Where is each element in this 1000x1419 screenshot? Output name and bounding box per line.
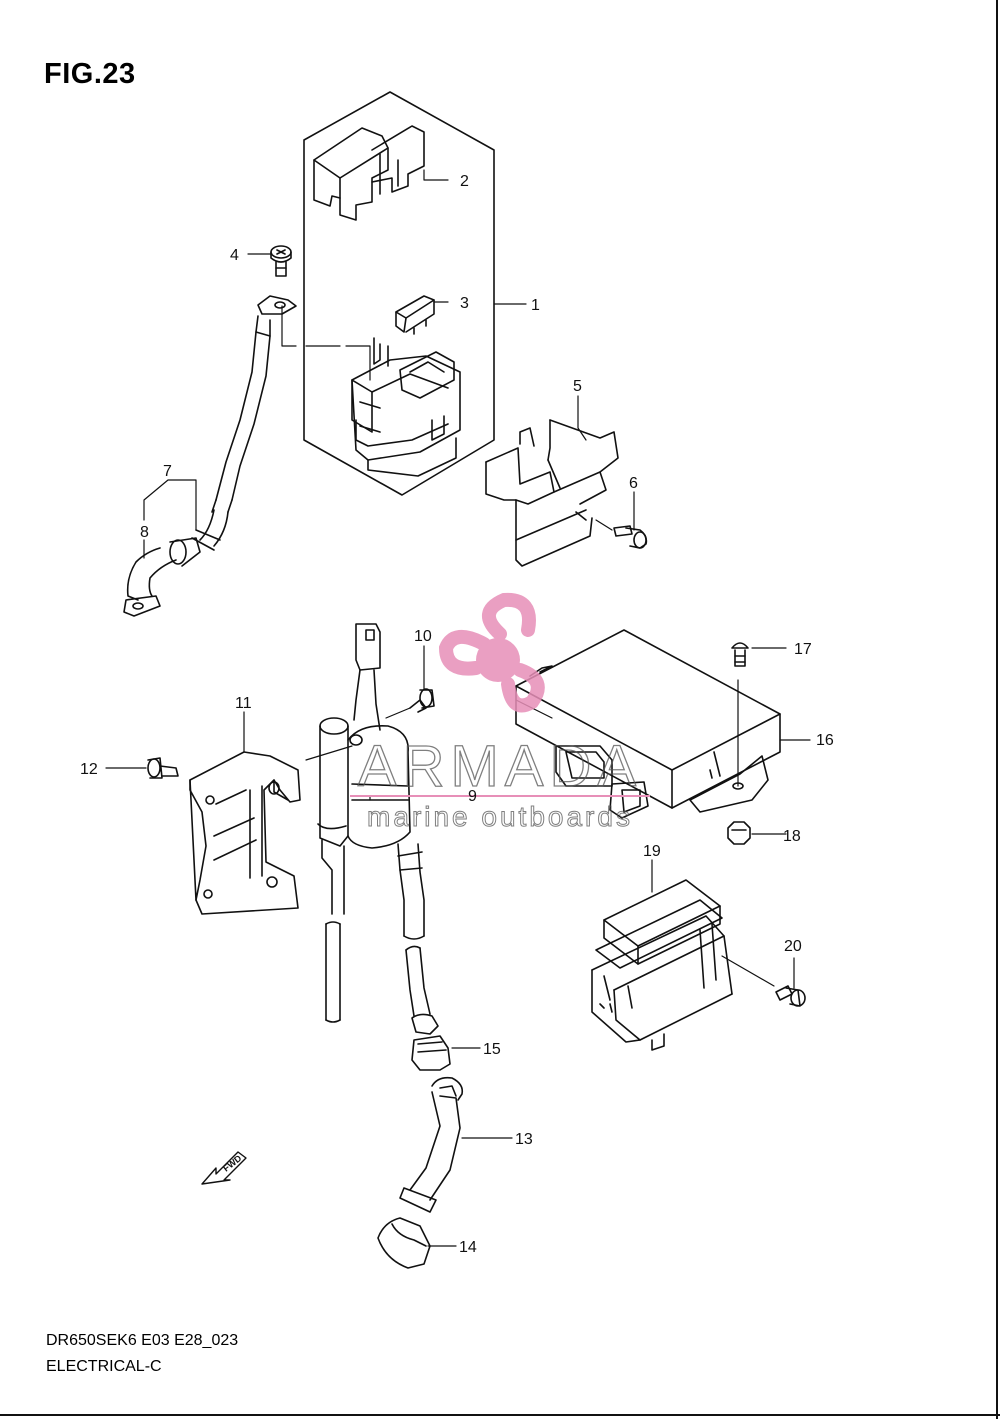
battery-cable-part [123, 295, 297, 617]
fuse-part [395, 295, 435, 335]
bolt-6-part [613, 525, 648, 549]
callout-labels: 1 2 3 4 5 6 7 8 9 10 11 12 13 14 15 16 1… [80, 173, 834, 1256]
regulator-rectifier-part [591, 879, 733, 1051]
figure-title: FIG.23 [44, 58, 136, 90]
model-code-text: DR650SEK6 E03 E28_023 [46, 1332, 239, 1349]
watermark-brand-text: ARMADA [358, 734, 642, 799]
propeller-blade-left [438, 630, 491, 676]
bolt-10-part [409, 688, 435, 713]
forward-label: FWD [221, 1153, 244, 1174]
screw-20-part [775, 985, 806, 1007]
leader-lines [105, 169, 811, 1247]
high-tension-cord-part [405, 945, 439, 1035]
frame-right-border [996, 0, 998, 1419]
callout-11[interactable]: 11 [235, 695, 252, 712]
nut-18-part [727, 821, 751, 845]
bolt-12-part [147, 757, 179, 779]
spark-plug-cap-part [399, 1076, 464, 1213]
callout-14[interactable]: 14 [459, 1239, 477, 1256]
coil-bracket-part [189, 751, 301, 915]
callout-15[interactable]: 15 [483, 1041, 501, 1058]
callout-20[interactable]: 20 [784, 938, 802, 955]
callout-8[interactable]: 8 [140, 524, 149, 541]
callout-16[interactable]: 16 [816, 732, 834, 749]
callout-4[interactable]: 4 [230, 247, 239, 264]
callout-18[interactable]: 18 [783, 828, 801, 845]
forward-direction-arrow [201, 1151, 247, 1185]
screw-17-part [731, 642, 749, 667]
cap-cover-14-part [377, 1217, 431, 1269]
propeller-blade-right [501, 663, 545, 713]
callout-9[interactable]: 9 [468, 788, 477, 805]
relay-bracket-part [485, 419, 619, 567]
starter-relay-assembly-outline [303, 91, 495, 496]
callout-6[interactable]: 6 [629, 475, 638, 492]
callout-1[interactable]: 1 [531, 297, 540, 314]
frame-bottom-border [0, 1414, 1000, 1416]
callout-3[interactable]: 3 [460, 295, 469, 312]
callout-2[interactable]: 2 [460, 173, 469, 190]
propeller-blade-top [482, 592, 536, 641]
watermark-tagline-text: marine outboards [367, 801, 633, 832]
seal-15-part [411, 1035, 451, 1071]
ignition-coil-part [317, 623, 425, 1023]
relay-cover-part [313, 125, 425, 221]
callout-7[interactable]: 7 [163, 463, 172, 480]
starter-relay-body [351, 337, 461, 477]
propeller-hub [476, 638, 520, 682]
propeller-icon [438, 592, 545, 713]
callout-19[interactable]: 19 [643, 843, 661, 860]
callout-5[interactable]: 5 [573, 378, 582, 395]
bolt-4-part [270, 245, 292, 277]
callout-12[interactable]: 12 [80, 761, 98, 778]
watermark-logo [438, 592, 545, 713]
callout-10[interactable]: 10 [414, 628, 432, 645]
callout-17[interactable]: 17 [794, 641, 812, 658]
section-name-text: ELECTRICAL-C [46, 1358, 162, 1375]
callout-13[interactable]: 13 [515, 1131, 533, 1148]
